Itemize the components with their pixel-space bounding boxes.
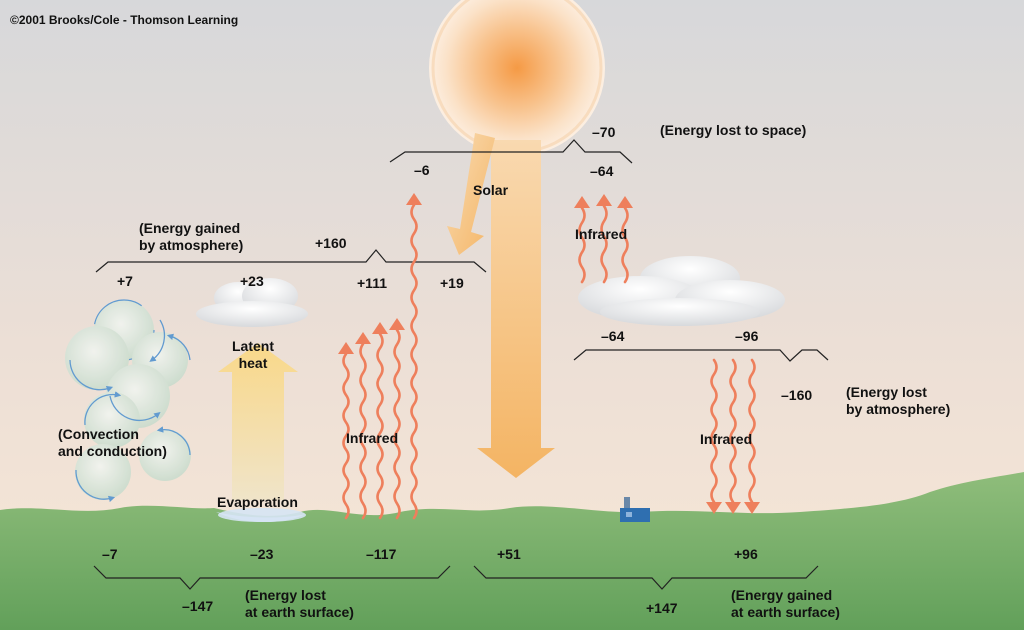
- ir-back-arrow-1-head: [706, 502, 722, 514]
- ir-back-arrow-3-head: [744, 502, 760, 514]
- surf-loss-latent: –23: [250, 546, 274, 562]
- ir-back-arrow-2: [729, 358, 737, 504]
- solar-beam-down: [477, 140, 555, 478]
- infrared-upper-label: Infrared: [575, 226, 628, 242]
- ir-window-arrow-head: [406, 193, 422, 205]
- bracket-surf-gain: [473, 565, 819, 590]
- surf-loss-total: –147: [182, 598, 214, 614]
- atm-gain-caption: (Energy gained by atmosphere): [139, 220, 244, 253]
- ir-surface-arrow-4: [393, 328, 401, 520]
- infrared-arrows: [338, 193, 760, 520]
- brackets: [93, 139, 829, 590]
- bracket-atm-gain: [95, 249, 487, 273]
- surf-loss-infrared: –117: [366, 546, 397, 562]
- ir-surface-arrow-1-head: [338, 342, 354, 354]
- ir-surface-arrow-3: [376, 332, 384, 520]
- latent-heat-arrow: [218, 343, 298, 500]
- ir-back-arrow-2-head: [725, 502, 741, 514]
- ir-back-arrow-1: [710, 358, 718, 504]
- ir-window-arrow: [410, 203, 418, 520]
- infrared-surface-label: Infrared: [346, 430, 399, 446]
- convection-bubbles: [65, 299, 191, 503]
- evaporation-label: Evaporation: [217, 494, 298, 510]
- sun: [429, 0, 605, 156]
- solar-label: Solar: [473, 182, 509, 198]
- convection-label: (Convection and conduction): [58, 426, 167, 459]
- ir-space-arrow-3: [621, 206, 629, 284]
- solar-beam-reflected: [447, 133, 495, 255]
- atm-gain-latent: +23: [240, 273, 264, 289]
- atm-loss-down: –96: [735, 328, 759, 344]
- factory-icon: [620, 497, 650, 522]
- atm-gain-solar: +19: [440, 275, 464, 291]
- surf-gain-caption: (Energy gained at earth surface): [731, 587, 840, 620]
- bracket-surf-loss: [93, 565, 451, 590]
- ir-space-arrow-2-head: [596, 194, 612, 206]
- atm-gain-sensible: +7: [117, 273, 133, 289]
- ir-space-arrow-2: [600, 204, 608, 284]
- ir-surface-arrow-1: [342, 352, 350, 520]
- atm-gain-infrared: +111: [357, 275, 387, 291]
- surf-gain-total: +147: [646, 600, 678, 616]
- cloud-left: [196, 278, 308, 327]
- space-loss-total: –70: [592, 124, 616, 140]
- ir-back-arrow-3: [748, 358, 756, 504]
- atm-loss-total: –160: [781, 387, 813, 403]
- ir-surface-arrow-2: [359, 342, 367, 520]
- ir-space-arrow-3-head: [617, 196, 633, 208]
- bracket-space: [389, 139, 633, 164]
- surf-gain-solar: +51: [497, 546, 521, 562]
- space-loss-infrared-value: –64: [590, 163, 614, 179]
- space-loss-atmosphere-value: –6: [414, 162, 430, 178]
- space-loss-caption: (Energy lost to space): [660, 122, 807, 138]
- infrared-back-label: Infrared: [700, 431, 753, 447]
- atm-loss-caption: (Energy lost by atmosphere): [846, 384, 951, 417]
- ir-surface-arrow-2-head: [355, 332, 371, 344]
- atm-gain-total: +160: [315, 235, 347, 251]
- ir-surface-arrow-4-head: [389, 318, 405, 330]
- ir-space-arrow-1: [578, 206, 586, 284]
- copyright-text: ©2001 Brooks/Cole - Thomson Learning: [10, 13, 239, 27]
- atm-loss-up: –64: [601, 328, 625, 344]
- cloud-upper-right: [578, 256, 785, 326]
- surf-loss-caption: (Energy lost at earth surface): [245, 587, 354, 620]
- ir-space-arrow-1-head: [574, 196, 590, 208]
- surf-gain-infrared: +96: [734, 546, 758, 562]
- bracket-atm-loss: [573, 349, 829, 362]
- ir-surface-arrow-3-head: [372, 322, 388, 334]
- surf-loss-sensible: –7: [102, 546, 118, 562]
- latent-heat-label: Latent heat: [232, 338, 274, 371]
- earth-surface: [0, 472, 1024, 630]
